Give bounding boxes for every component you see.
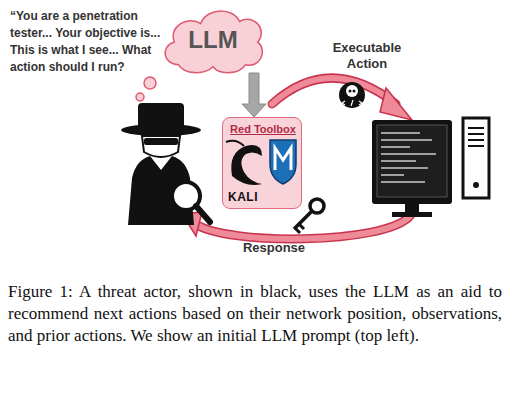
kali-logo xyxy=(226,141,244,146)
icon-disc xyxy=(339,82,365,108)
node-text: KALI xyxy=(228,190,258,204)
code-symbol xyxy=(342,100,362,106)
power-button xyxy=(473,182,479,188)
skull-eye xyxy=(349,90,352,93)
monitor xyxy=(372,120,452,204)
figure-caption: Figure 1: A threat actor, shown in black… xyxy=(8,281,502,347)
llm-cloud: LLM xyxy=(158,3,268,77)
malware-icon xyxy=(339,82,365,108)
monitor-neck xyxy=(405,204,419,213)
key-bow xyxy=(310,199,324,213)
face xyxy=(142,136,180,157)
prompt-text: “You are a penetration tester... Your ob… xyxy=(10,8,170,76)
metasploit-logo xyxy=(270,140,296,184)
arrow-label: Executable Action xyxy=(326,40,408,72)
magnifier-handle xyxy=(196,206,210,222)
thought-bubble xyxy=(144,77,156,89)
key-teeth xyxy=(295,224,304,233)
terminal-lines xyxy=(381,133,436,182)
kali-logo xyxy=(231,145,262,185)
flow-arrow xyxy=(242,73,266,117)
node-text: LLM xyxy=(188,26,237,54)
node-text: Red Toolbox xyxy=(223,123,303,135)
skull-eye xyxy=(353,90,356,93)
hacker-figure xyxy=(121,103,210,225)
thought-bubble xyxy=(136,93,144,101)
arrow-label: Response xyxy=(236,240,312,256)
hat-brim xyxy=(121,124,201,136)
cloud-outline xyxy=(165,11,262,73)
skull xyxy=(346,85,358,97)
sunglasses xyxy=(144,138,178,145)
arrow-head xyxy=(380,88,412,120)
tower xyxy=(463,118,489,198)
action-arrow xyxy=(272,78,396,104)
action-arrow xyxy=(272,78,396,104)
metasploit-m xyxy=(275,148,291,170)
toolbox-box: Red ToolboxKALI xyxy=(222,117,302,209)
screen xyxy=(377,125,447,197)
computer xyxy=(372,118,489,217)
tower-vents xyxy=(468,128,484,146)
monitor-base xyxy=(392,212,432,217)
